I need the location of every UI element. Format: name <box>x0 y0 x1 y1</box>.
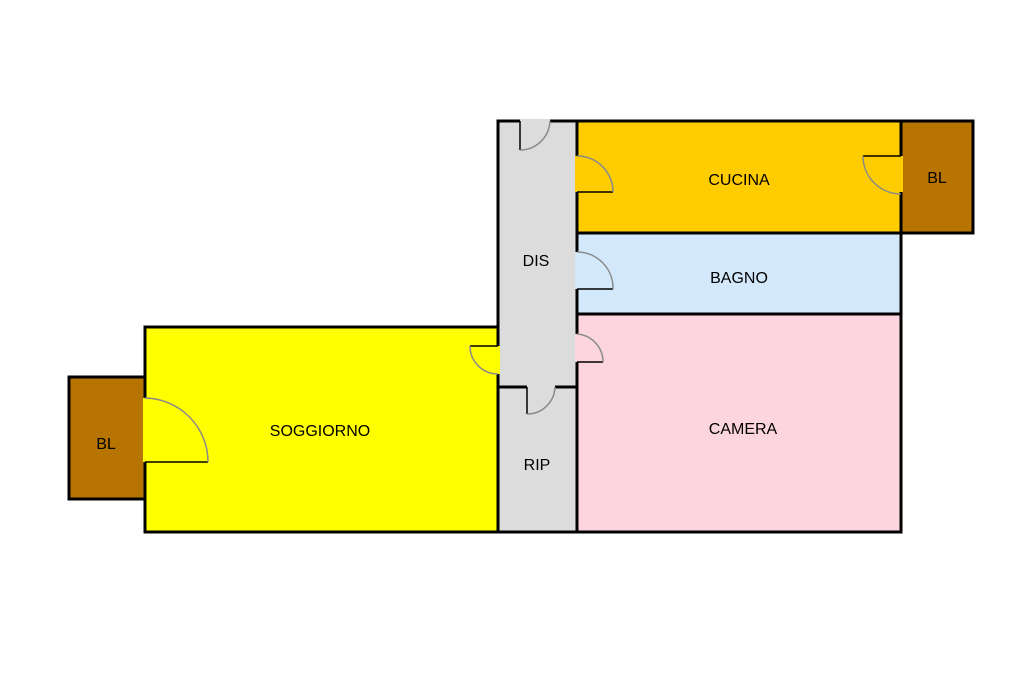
label-rip: RIP <box>524 457 551 474</box>
door-arc-soggiorno-balcony <box>144 397 209 463</box>
label-camera: CAMERA <box>709 421 778 438</box>
room-balcony-right <box>901 121 973 233</box>
label-soggiorno: SOGGIORNO <box>270 423 370 440</box>
room-soggiorno <box>145 327 498 532</box>
label-dis: DIS <box>523 253 550 270</box>
room-balcony-left <box>69 377 145 499</box>
room-rip <box>498 387 577 532</box>
room-bagno <box>577 233 901 314</box>
label-balcony-right: BL <box>927 170 947 187</box>
doors <box>143 119 903 463</box>
label-bagno: BAGNO <box>710 270 768 287</box>
room-camera <box>577 314 901 532</box>
room-dis <box>498 121 577 387</box>
label-cucina: CUCINA <box>708 172 770 189</box>
label-balcony-left: BL <box>96 436 116 453</box>
room-cucina <box>577 121 901 233</box>
